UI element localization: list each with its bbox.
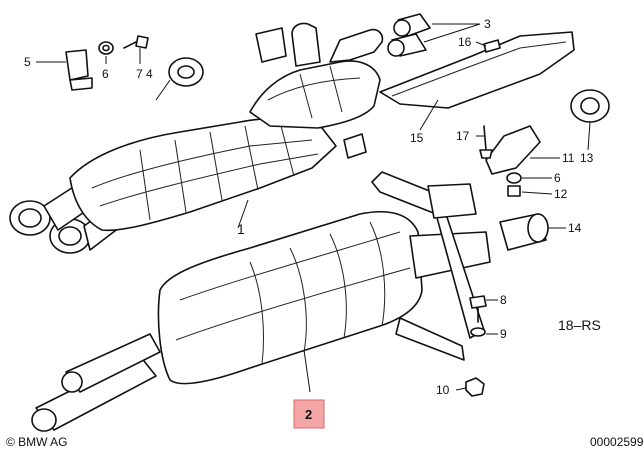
bracket-part-11[interactable] [485,125,541,175]
washer-part-9[interactable] [470,327,486,337]
pipe-sleeve-part-14[interactable] [499,213,549,251]
bolt-part-12[interactable] [507,185,521,197]
callout-16[interactable]: 16 [458,35,472,49]
rubber-mount-part-4[interactable] [168,57,204,87]
clip-part-16[interactable] [483,39,501,53]
callout-13[interactable]: 13 [580,151,594,165]
clamp-part-3[interactable] [387,13,431,57]
callout-5[interactable]: 5 [24,55,31,69]
callout-15[interactable]: 15 [410,131,424,145]
callout-9[interactable]: 9 [500,327,507,341]
copyright-text: © BMW AG [6,435,68,449]
callout-17[interactable]: 17 [456,129,470,143]
callout-8[interactable]: 8 [500,293,507,307]
callout-12[interactable]: 12 [554,187,568,201]
leader-lines [36,23,591,393]
rear-silencer-part-2[interactable] [31,171,491,432]
nut-part-10[interactable] [465,377,485,397]
callout-10[interactable]: 10 [436,383,450,397]
bolt-part-8[interactable] [469,295,487,323]
callout-3[interactable]: 3 [484,17,491,31]
bracket-part-5[interactable] [65,49,93,91]
diagram-number: 00002599 [590,435,644,449]
callout-6-left[interactable]: 6 [102,67,109,81]
washer-part-6-right[interactable] [506,172,522,184]
callout-1[interactable]: 1 [237,221,245,237]
callout-14[interactable]: 14 [568,221,582,235]
washer-part-6[interactable] [98,41,114,55]
group-code: 18–RS [558,317,601,333]
screw-part-17[interactable] [479,125,493,159]
bolt-part-7[interactable] [123,35,149,49]
callout-7[interactable]: 7 [136,67,143,81]
highlight-box-2 [293,399,325,429]
callout-11[interactable]: 11 [562,151,575,165]
rubber-ring-part-13[interactable] [570,89,610,123]
callout-2[interactable]: 2 [305,407,312,422]
callout-6-right[interactable]: 6 [554,171,561,185]
callout-4[interactable]: 4 [146,67,153,81]
front-silencer-part-1[interactable] [9,22,384,254]
